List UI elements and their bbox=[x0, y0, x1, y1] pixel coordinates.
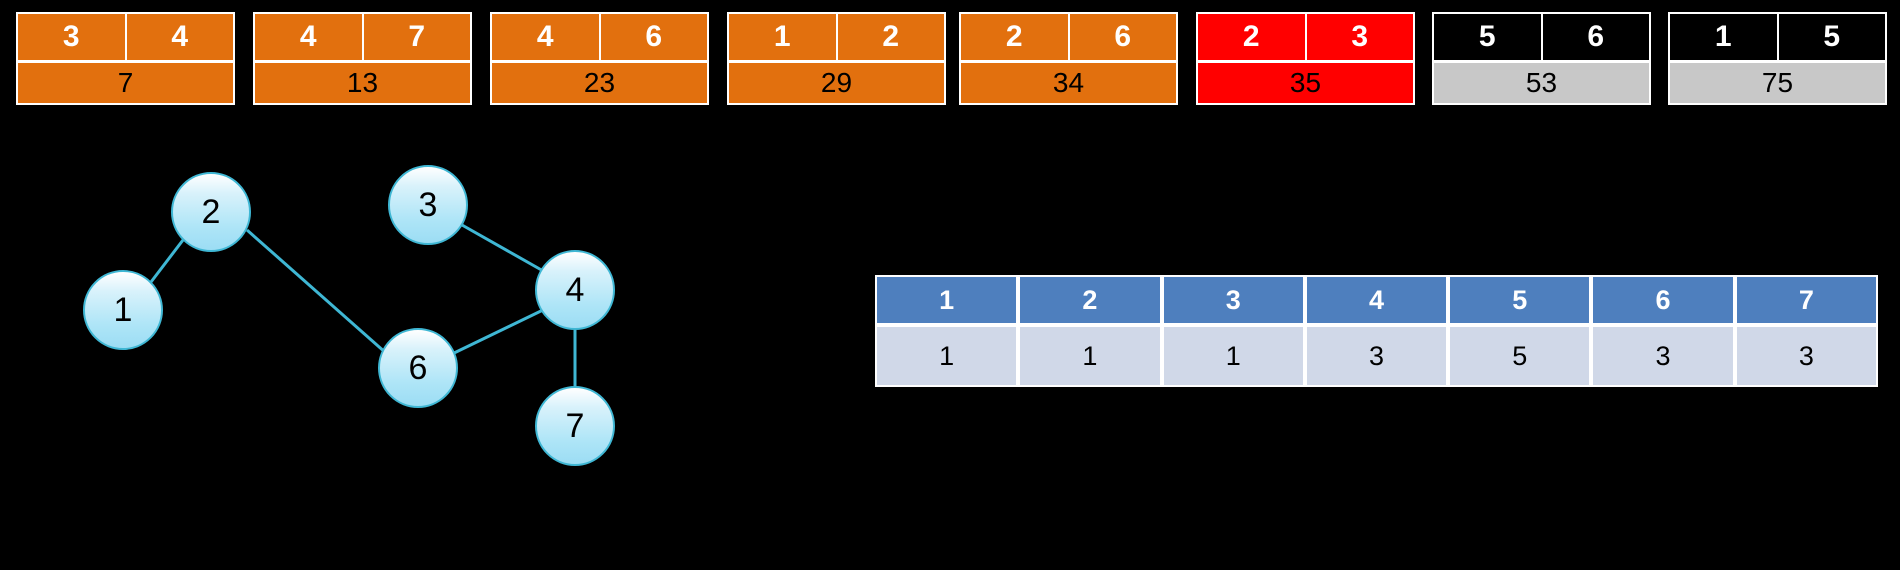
table-cell: 3 bbox=[1304, 325, 1449, 387]
graph-node-label: 7 bbox=[565, 407, 585, 445]
table-header-cell: 4 bbox=[1304, 275, 1449, 325]
table-cell: 1 bbox=[1018, 325, 1162, 387]
graph-edge bbox=[246, 228, 387, 355]
graph-edge bbox=[149, 239, 185, 283]
graph-edge bbox=[461, 223, 546, 274]
edge-endpoint-v: 6 bbox=[1587, 20, 1605, 53]
graph-panel: 1 2 3 4 6 7 bbox=[0, 120, 880, 570]
graph-node-label: 2 bbox=[201, 193, 221, 231]
edge-endpoint-u: 2 bbox=[1198, 14, 1307, 60]
graph-node-3[interactable]: 3 bbox=[388, 165, 468, 245]
edge-endpoint-v: 3 bbox=[1351, 20, 1369, 53]
edge-weight: 23 bbox=[492, 60, 707, 103]
graph-edges-layer bbox=[149, 223, 577, 386]
graph-node-label: 6 bbox=[408, 349, 428, 387]
edge-endpoint-v: 2 bbox=[882, 20, 900, 53]
graph-node-4[interactable]: 4 bbox=[535, 250, 615, 330]
graph-node-2[interactable]: 2 bbox=[171, 172, 251, 252]
graph-node-label: 4 bbox=[565, 271, 585, 309]
graph-edge bbox=[451, 308, 544, 356]
edge-weight: 75 bbox=[1670, 60, 1885, 103]
graph-node-7[interactable]: 7 bbox=[535, 386, 615, 466]
graph-node-label: 3 bbox=[418, 186, 438, 224]
graph-node-6[interactable]: 6 bbox=[378, 328, 458, 408]
table-header-cell: 3 bbox=[1161, 275, 1305, 325]
table-cell: 1 bbox=[875, 325, 1019, 387]
table-header-cell: 2 bbox=[1018, 275, 1162, 325]
edge-endpoint-u: 3 bbox=[18, 14, 127, 60]
edge-weight: 29 bbox=[729, 60, 944, 103]
table-header-cell: 5 bbox=[1448, 275, 1592, 325]
graph-node-1[interactable]: 1 bbox=[83, 270, 163, 350]
edge-endpoint-u: 2 bbox=[961, 14, 1070, 60]
edge-weight: 7 bbox=[18, 60, 233, 103]
table-cell: 3 bbox=[1734, 325, 1878, 387]
edge-endpoint-v: 4 bbox=[171, 20, 189, 53]
edge-endpoint-u: 4 bbox=[492, 14, 601, 60]
edge-endpoint-u: 5 bbox=[1434, 14, 1543, 60]
edge-endpoint-u: 1 bbox=[1670, 14, 1779, 60]
edge-endpoint-u: 1 bbox=[729, 14, 838, 60]
table-header-cell: 1 bbox=[875, 275, 1019, 325]
edge-endpoint-v: 7 bbox=[408, 20, 426, 53]
graph-node-label: 1 bbox=[113, 291, 133, 329]
table-header-cell: 7 bbox=[1734, 275, 1878, 325]
table-header-cell: 6 bbox=[1591, 275, 1735, 325]
edge-weight: 13 bbox=[255, 60, 470, 103]
table-cell: 5 bbox=[1448, 325, 1592, 387]
edge-endpoint-u: 4 bbox=[255, 14, 364, 60]
table-cell: 3 bbox=[1591, 325, 1735, 387]
edge-weight: 53 bbox=[1434, 60, 1649, 103]
edge-endpoint-v: 6 bbox=[1114, 20, 1132, 53]
edge-endpoint-v: 6 bbox=[645, 20, 663, 53]
edge-weight: 35 bbox=[1198, 60, 1413, 103]
table-cell: 1 bbox=[1161, 325, 1305, 387]
edge-endpoint-v: 5 bbox=[1823, 20, 1841, 53]
edge-weight: 34 bbox=[961, 60, 1176, 103]
